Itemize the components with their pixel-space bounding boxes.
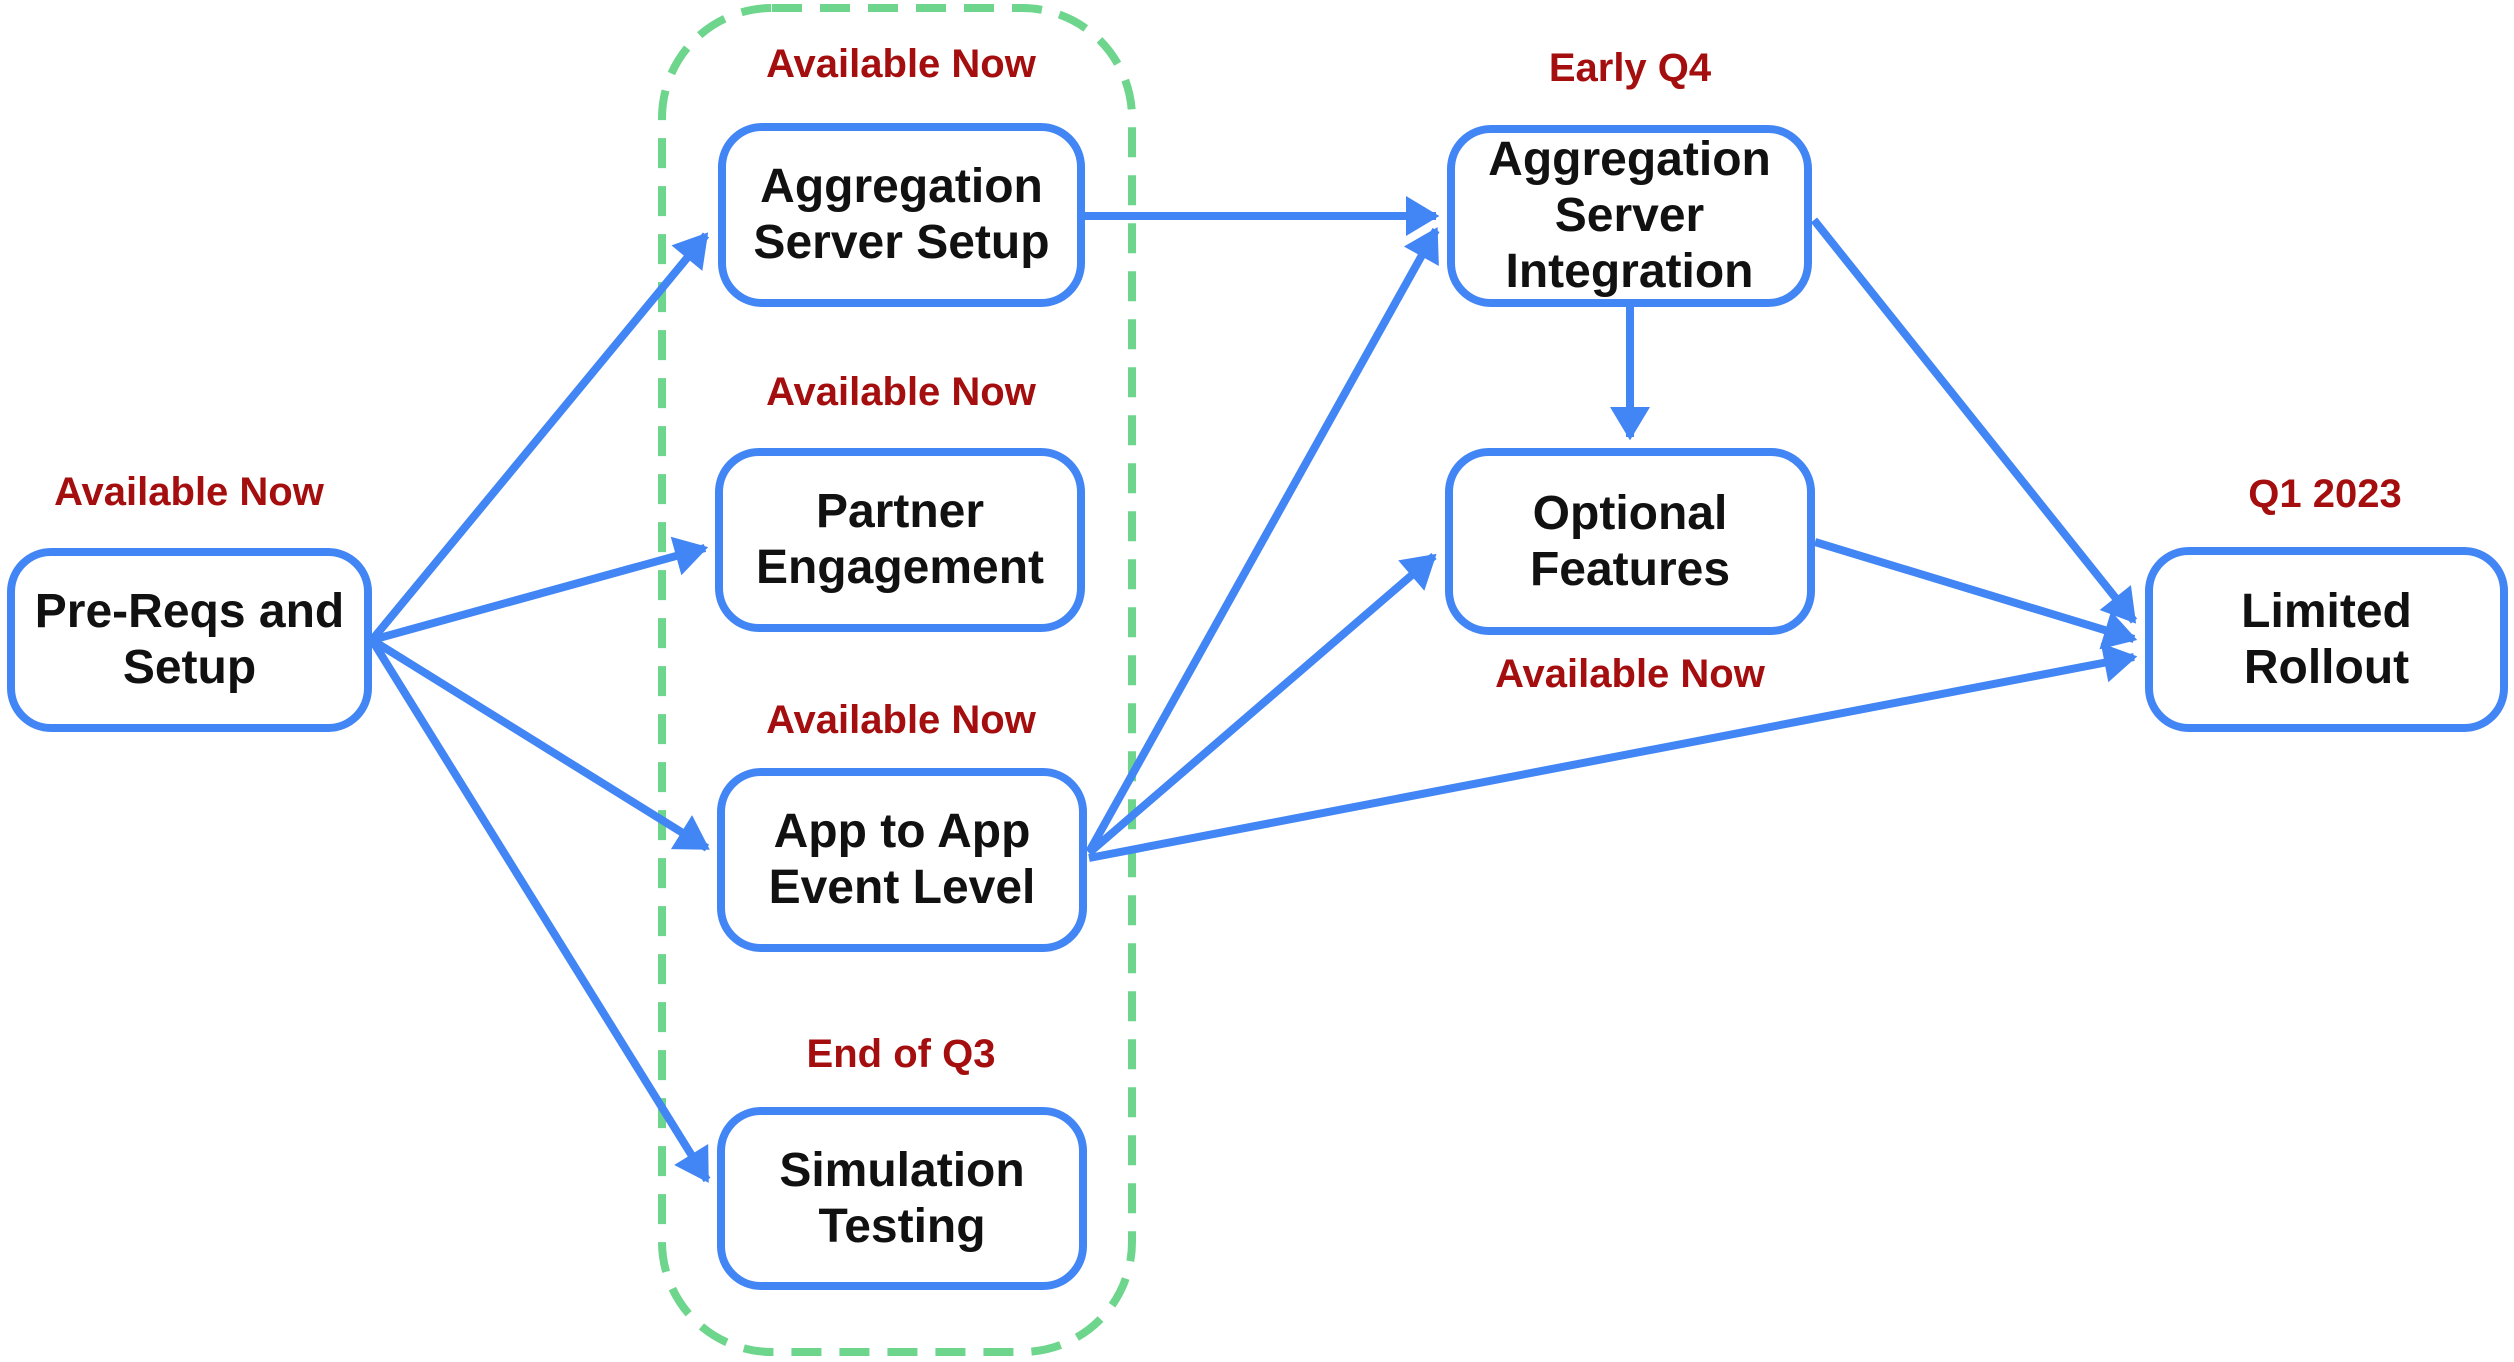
edge-app-to-app-to-integration-arrow [1085,227,1440,854]
node-aggregation-server-integration: Aggregation Server Integration [1447,125,1812,307]
node-simulation-testing: Simulation Testing [717,1107,1087,1290]
edge-pre-reqs-to-aggregation-server-setup-arrow [368,232,710,643]
edge-pre-reqs-to-partner-engagement-arrow [370,536,709,644]
node-limited-rollout: Limited Rollout [2145,547,2508,732]
edge-pre-reqs-to-app-to-app-arrow [369,636,710,852]
node-label-line: Integration [1505,245,1754,298]
node-label-line: Setup [122,641,257,694]
node-label-line: Rollout [2243,640,2410,694]
node-label-line: Partner [815,485,985,538]
node-partner-engagement: Partner Engagement [715,448,1085,632]
node-optional-features: Optional Features [1445,448,1815,635]
node-aggregation-server-setup: Aggregation Server Setup [718,123,1085,307]
node-label-line: Limited [2241,584,2412,638]
node-app-to-app-event-level: App to App Event Level [717,768,1087,952]
status-label-pre-reqs-and-setup: Available Now [54,470,324,514]
node-label-line: Server Setup [753,216,1050,269]
status-label-aggregation-server-setup: Available Now [766,42,1036,86]
edge-app-to-app-to-optional-features-arrow [1086,552,1437,857]
node-label-line: Pre-Reqs and [34,585,345,638]
node-label-line: Engagement [755,541,1045,594]
node-label-line: Aggregation [1488,133,1771,186]
node-label-line: Testing [818,1199,986,1253]
node-label-line: Features [1529,542,1731,596]
status-label-app-to-app-event-level: Available Now [766,698,1036,742]
edge-integration-to-limited-rollout-arrow [1810,217,2138,624]
edge-optional-features-to-limited-rollout-arrow [1813,538,2138,650]
status-label-aggregation-server-integration: Early Q4 [1548,46,1712,90]
status-label-partner-engagement: Available Now [766,370,1036,414]
node-label-line: Optional [1532,486,1728,540]
edge-app-to-app-to-limited-rollout-arrow [1088,643,2138,862]
status-label-optional-features: Available Now [1495,652,1765,696]
node-label-line: App to App [773,805,1031,858]
status-label-simulation-testing: End of Q3 [806,1032,996,1076]
edge-pre-reqs-to-simulation-testing-arrow [368,637,711,1183]
node-label-line: Aggregation [760,160,1043,213]
node-label-line: Server [1554,189,1705,242]
status-label-limited-rollout: Q1 2023 [2248,472,2402,516]
node-label-line: Simulation [779,1143,1025,1197]
phase-group-outline [658,4,1136,1356]
node-label-line: Event Level [768,861,1036,914]
node-pre-reqs-and-setup: Pre-Reqs and Setup [7,548,372,732]
